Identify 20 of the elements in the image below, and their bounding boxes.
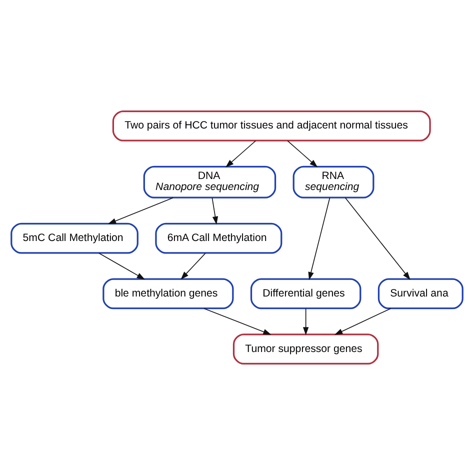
arrow bbox=[204, 308, 272, 334]
arrow bbox=[308, 196, 330, 280]
node-box: Survival ana bbox=[378, 278, 464, 309]
arrow bbox=[344, 196, 410, 280]
node-box: RNA sequencing bbox=[292, 165, 374, 198]
node-box: 6mA Call Methylation bbox=[155, 222, 282, 254]
node-box: Differential genes bbox=[250, 278, 362, 309]
arrow bbox=[108, 196, 174, 224]
node-box: 5mC Call Methylation bbox=[10, 222, 138, 254]
arrow bbox=[98, 252, 146, 280]
node-box: DNA Nanopore sequencing bbox=[143, 165, 276, 198]
node-box: ble methylation genes bbox=[102, 278, 234, 309]
node-box: Two pairs of HCC tumor tissues and adjacent normal tissues bbox=[112, 110, 431, 141]
arrow bbox=[212, 196, 218, 224]
arrow bbox=[226, 140, 256, 167]
node-box: Tumor suppressor genes bbox=[232, 333, 379, 364]
arrow bbox=[334, 308, 392, 334]
arrow bbox=[180, 252, 206, 280]
arrow bbox=[302, 308, 309, 335]
arrow bbox=[287, 140, 318, 167]
